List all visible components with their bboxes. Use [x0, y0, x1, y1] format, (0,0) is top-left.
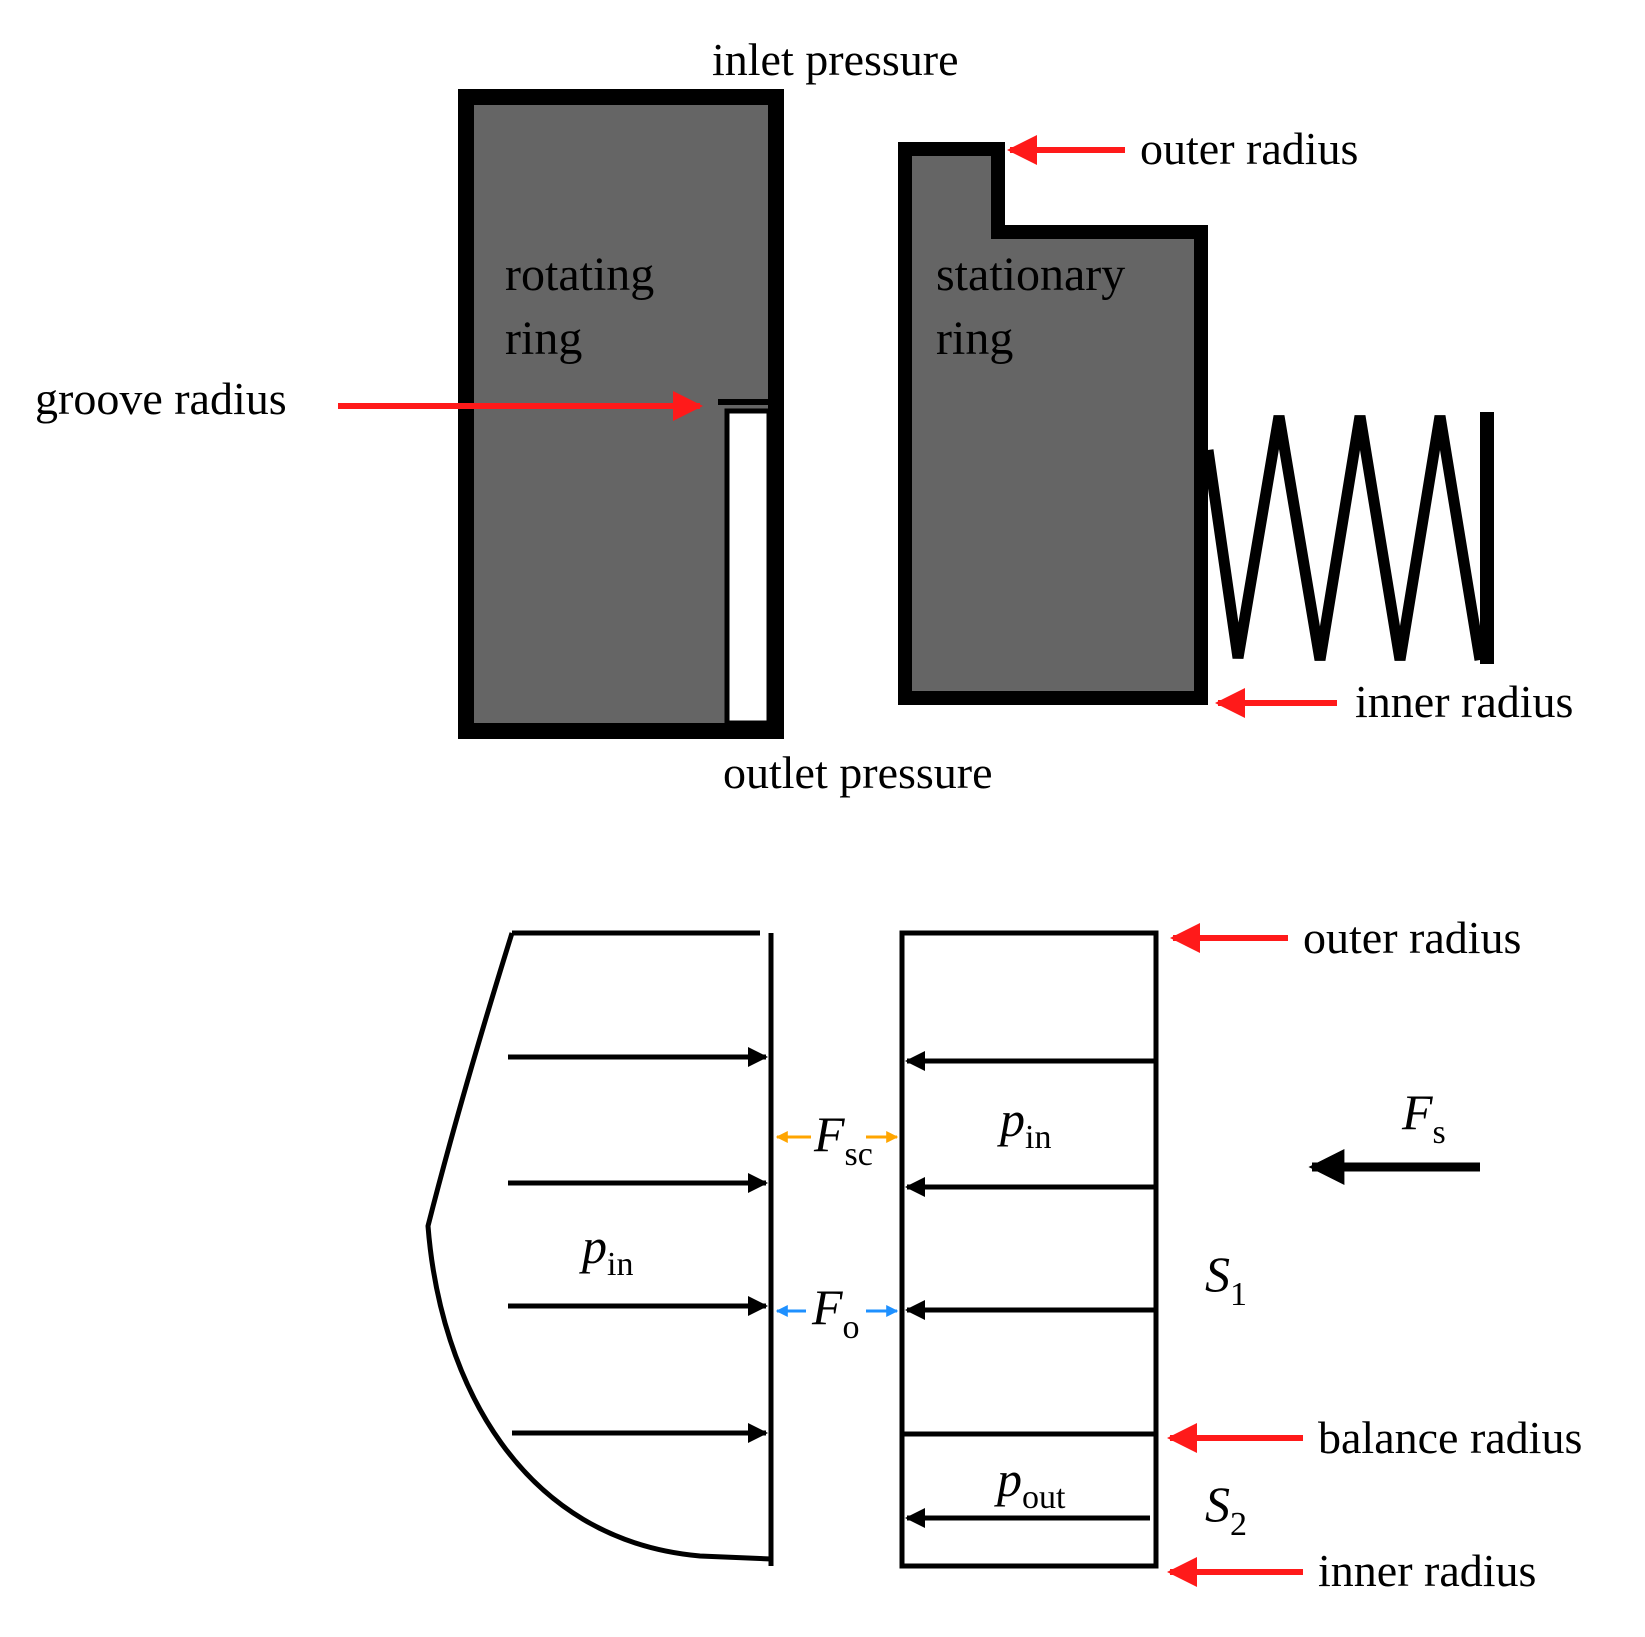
rotating-ring-label-line1: rotating: [505, 248, 654, 301]
F-s-label: Fs: [1401, 1084, 1446, 1151]
groove-radius-label: groove radius: [35, 373, 287, 424]
bottom-outer-radius-label: outer radius: [1303, 912, 1521, 963]
stationary-ring-box: [899, 930, 1159, 1569]
pressure-distribution-curve: [425, 930, 772, 1562]
spring: [1202, 415, 1486, 661]
stationary-ring: [898, 142, 1208, 705]
top-seal-assembly: inlet pressure outlet pressure rotating …: [35, 34, 1573, 798]
S-1-label: S1: [1205, 1246, 1247, 1313]
p-in-right-label: pin: [997, 1091, 1051, 1156]
S-2-label: S2: [1205, 1476, 1247, 1543]
balance-radius-label: balance radius: [1318, 1412, 1582, 1463]
inlet-pressure-label: inlet pressure: [712, 34, 959, 85]
top-outer-radius-label: outer radius: [1140, 123, 1358, 174]
bottom-inner-radius-label: inner radius: [1318, 1545, 1536, 1596]
stationary-ring-label-line2: ring: [936, 312, 1013, 365]
top-inner-radius-label: inner radius: [1355, 676, 1573, 727]
groove: [724, 408, 772, 726]
p-in-left-label: pin: [579, 1218, 633, 1283]
F-o-label: Fo: [811, 1279, 860, 1346]
F-sc-label: Fsc: [813, 1106, 873, 1173]
rotating-ring: [458, 89, 784, 739]
stationary-ring-label-line1: stationary: [936, 248, 1125, 301]
bottom-force-diagram: pin pin pout Fsc Fo Fs S1 S2 outer radiu…: [425, 912, 1582, 1596]
p-out-label: pout: [994, 1451, 1066, 1516]
outlet-pressure-label: outlet pressure: [723, 747, 993, 798]
rotating-ring-label-line2: ring: [505, 312, 582, 365]
